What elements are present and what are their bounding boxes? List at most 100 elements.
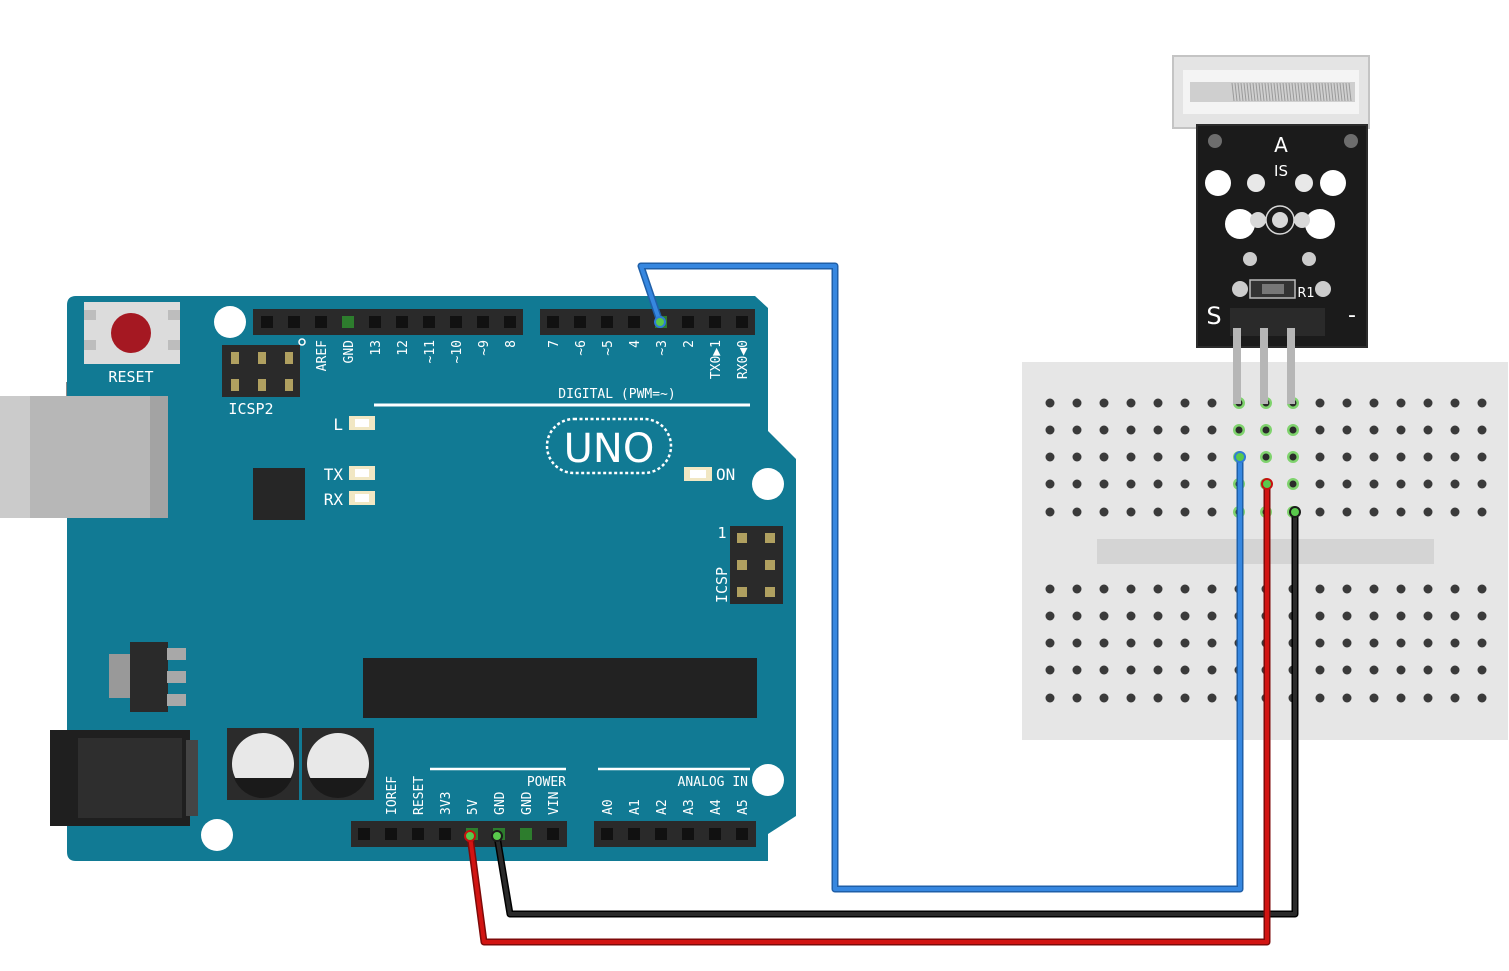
breadboard-hole[interactable] [1450,584,1460,594]
breadboard-hole[interactable] [1072,693,1082,703]
breadboard-hole[interactable] [1045,611,1055,621]
breadboard-hole[interactable] [1126,479,1136,489]
breadboard-hole[interactable] [1450,611,1460,621]
breadboard-hole[interactable] [1396,452,1406,462]
breadboard-hole[interactable] [1477,479,1487,489]
breadboard-hole[interactable] [1396,665,1406,675]
breadboard-hole[interactable] [1369,611,1379,621]
breadboard-hole[interactable] [1369,479,1379,489]
breadboard-hole[interactable] [1099,584,1109,594]
breadboard-hole[interactable] [1072,584,1082,594]
breadboard-hole[interactable] [1423,693,1433,703]
breadboard-hole[interactable] [1477,693,1487,703]
breadboard-hole[interactable] [1045,479,1055,489]
breadboard-hole[interactable] [1099,611,1109,621]
breadboard-hole[interactable] [1072,611,1082,621]
breadboard-hole[interactable] [1045,584,1055,594]
breadboard-hole[interactable] [1369,507,1379,517]
breadboard-hole[interactable] [1396,398,1406,408]
breadboard-hole[interactable] [1099,693,1109,703]
wire-power[interactable] [466,480,1271,946]
header-pin[interactable] [423,316,435,328]
header-pin[interactable] [520,828,532,840]
breadboard-hole[interactable] [1207,479,1217,489]
breadboard-hole[interactable] [1369,693,1379,703]
breadboard-hole[interactable] [1315,507,1325,517]
breadboard-hole[interactable] [1423,425,1433,435]
breadboard-hole[interactable] [1045,452,1055,462]
breadboard-hole[interactable] [1180,398,1190,408]
header-pin[interactable] [396,316,408,328]
breadboard-hole[interactable] [1126,452,1136,462]
breadboard-hole[interactable] [1180,611,1190,621]
breadboard-hole[interactable] [1153,611,1163,621]
breadboard-hole[interactable] [1126,638,1136,648]
breadboard-hole[interactable] [1072,638,1082,648]
breadboard-hole[interactable] [1072,479,1082,489]
breadboard-hole[interactable] [1396,479,1406,489]
breadboard-hole[interactable] [1369,638,1379,648]
header-pin[interactable] [547,828,559,840]
breadboard-hole[interactable] [1315,665,1325,675]
breadboard-hole[interactable] [1207,584,1217,594]
breadboard-hole[interactable] [1072,425,1082,435]
breadboard-hole[interactable] [1153,665,1163,675]
breadboard-hole[interactable] [1315,398,1325,408]
breadboard-hole[interactable] [1126,611,1136,621]
breadboard-hole[interactable] [1099,507,1109,517]
breadboard-hole[interactable] [1450,479,1460,489]
breadboard-hole[interactable] [1423,452,1433,462]
header-pin[interactable] [412,828,424,840]
breadboard-hole[interactable] [1450,638,1460,648]
breadboard-hole[interactable] [1315,638,1325,648]
breadboard-hole[interactable] [1126,584,1136,594]
header-pin[interactable] [736,828,748,840]
breadboard-hole[interactable] [1153,693,1163,703]
header-pin[interactable] [358,828,370,840]
breadboard-hole[interactable] [1477,665,1487,675]
breadboard-hole[interactable] [1126,398,1136,408]
breadboard-hole[interactable] [1477,611,1487,621]
breadboard-hole[interactable] [1072,665,1082,675]
breadboard-hole[interactable] [1315,425,1325,435]
breadboard-hole[interactable] [1207,452,1217,462]
header-pin[interactable] [477,316,489,328]
breadboard-hole[interactable] [1153,452,1163,462]
breadboard-hole[interactable] [1153,507,1163,517]
breadboard-hole[interactable] [1477,584,1487,594]
breadboard-hole[interactable] [1207,665,1217,675]
breadboard-hole[interactable] [1315,693,1325,703]
breadboard-hole[interactable] [1126,425,1136,435]
breadboard-hole[interactable] [1315,479,1325,489]
breadboard-hole[interactable] [1342,398,1352,408]
header-pin[interactable] [682,828,694,840]
breadboard-hole[interactable] [1342,665,1352,675]
breadboard-hole[interactable] [1450,665,1460,675]
breadboard-hole[interactable] [1207,638,1217,648]
breadboard-hole[interactable] [1180,425,1190,435]
breadboard-hole[interactable] [1045,693,1055,703]
breadboard-hole[interactable] [1342,584,1352,594]
breadboard-hole[interactable] [1396,507,1406,517]
breadboard-hole[interactable] [1423,507,1433,517]
breadboard-hole[interactable] [1369,452,1379,462]
breadboard-hole[interactable] [1126,693,1136,703]
breadboard-hole[interactable] [1342,693,1352,703]
breadboard-hole[interactable] [1099,638,1109,648]
breadboard-hole[interactable] [1153,398,1163,408]
breadboard-hole[interactable] [1099,452,1109,462]
header-pin[interactable] [736,316,748,328]
breadboard-hole[interactable] [1342,479,1352,489]
wire-signal[interactable] [637,262,1244,893]
header-pin[interactable] [504,316,516,328]
breadboard-hole[interactable] [1072,452,1082,462]
breadboard-hole[interactable] [1180,638,1190,648]
breadboard-hole[interactable] [1423,584,1433,594]
header-pin[interactable] [369,316,381,328]
breadboard-hole[interactable] [1153,479,1163,489]
breadboard-hole[interactable] [1396,638,1406,648]
breadboard-hole[interactable] [1369,425,1379,435]
header-pin[interactable] [601,828,613,840]
header-pin[interactable] [628,828,640,840]
header-pin[interactable] [709,316,721,328]
